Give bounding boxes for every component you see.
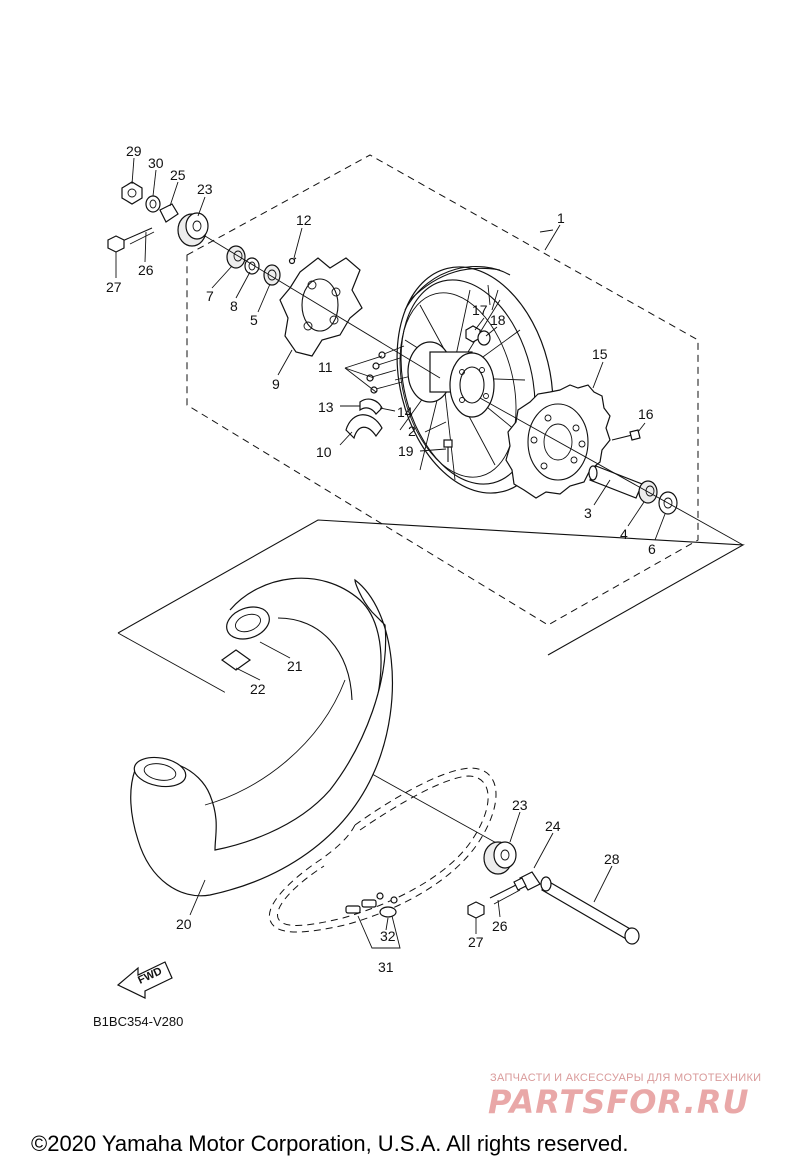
label-12: 12	[296, 212, 312, 228]
label-7: 7	[206, 288, 214, 304]
drive-chain	[268, 767, 497, 933]
label-31: 31	[378, 959, 394, 975]
label-23-lower: 23	[512, 797, 528, 813]
label-20: 20	[176, 916, 192, 932]
label-22: 22	[250, 681, 266, 697]
rim-band-10	[345, 414, 383, 440]
fwd-arrow-icon: FWD	[116, 961, 173, 999]
bolt-26-upper	[119, 227, 155, 245]
label-19: 19	[398, 443, 414, 459]
label-26-lower: 26	[492, 918, 508, 934]
washer-30	[145, 195, 161, 213]
label-8: 8	[230, 298, 238, 314]
nut-27-upper	[107, 235, 125, 253]
nut-29	[121, 181, 143, 205]
oil-seal-5	[263, 264, 281, 286]
label-24: 24	[545, 818, 561, 834]
label-32: 32	[380, 928, 396, 944]
label-18: 18	[490, 312, 506, 328]
chain-joint-32	[345, 892, 398, 918]
spacer-8	[244, 257, 260, 275]
label-3: 3	[584, 505, 592, 521]
label-14: 14	[397, 404, 413, 420]
spacer-3	[588, 465, 643, 499]
label-13: 13	[318, 399, 334, 415]
label-25: 25	[170, 167, 186, 183]
label-15: 15	[592, 346, 608, 362]
collar-23-upper	[177, 212, 209, 247]
washer-18	[477, 330, 491, 346]
partsfor-watermark: ЗАПЧАСТИ И АКСЕССУАРЫ ДЛЯ МОТОТЕХНИКИ PA…	[488, 1072, 761, 1121]
chain-guard-13-14	[359, 398, 383, 415]
copyright-footer: ©2020 Yamaha Motor Corporation, U.S.A. A…	[31, 1131, 628, 1156]
label-9: 9	[272, 376, 280, 392]
watermark-subtitle: ЗАПЧАСТИ И АКСЕССУАРЫ ДЛЯ МОТОТЕХНИКИ	[490, 1072, 761, 1084]
label-29: 29	[126, 143, 142, 159]
label-27-lower: 27	[468, 934, 484, 950]
figure-code: B1BC354-V280	[93, 1014, 183, 1029]
valve-19	[443, 439, 453, 462]
adjuster-block-25	[159, 203, 179, 223]
label-11: 11	[318, 359, 333, 375]
label-27-upper: 27	[106, 279, 122, 295]
leader-lines	[115, 157, 666, 949]
rear-tire	[130, 578, 394, 897]
label-26-upper: 26	[138, 262, 154, 278]
bearing-7	[226, 245, 246, 269]
wheel-assembly-boundary	[186, 154, 699, 626]
label-1: 1	[557, 210, 565, 226]
label-6: 6	[648, 541, 656, 557]
rim-tape	[220, 649, 252, 671]
label-23-upper: 23	[197, 181, 213, 197]
label-30: 30	[148, 155, 164, 171]
label-5: 5	[250, 312, 258, 328]
watermark-brand: PARTSFOR.RU	[488, 1083, 749, 1121]
bolt-26-lower	[489, 877, 527, 905]
label-2: 2	[408, 423, 416, 439]
label-28: 28	[604, 851, 620, 867]
nut-27-lower	[467, 901, 485, 919]
label-16: 16	[638, 406, 654, 422]
label-4: 4	[620, 526, 628, 542]
label-17: 17	[472, 302, 488, 318]
brake-disc	[279, 257, 363, 357]
label-10: 10	[316, 444, 332, 460]
bolt-16	[611, 429, 641, 441]
rear-axle-28	[540, 876, 640, 945]
part-number-labels: 1 2 3 4 5 6 7 8 9 10 11 12 13 14 15 16 1…	[106, 143, 656, 975]
collar-23-lower	[483, 841, 517, 875]
screw-12	[288, 257, 297, 265]
inner-tube	[214, 577, 382, 853]
label-21: 21	[287, 658, 303, 674]
tire-section-frame	[117, 519, 745, 656]
